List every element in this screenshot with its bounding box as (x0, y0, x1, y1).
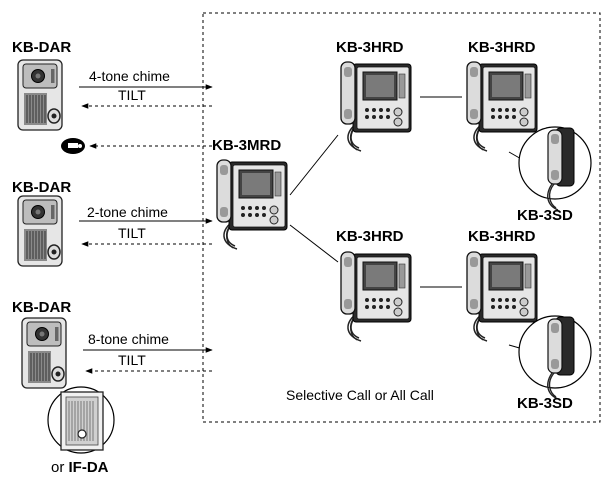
alt-station-label: or IF-DA (51, 459, 109, 476)
door-station-3-label: KB-DAR (12, 299, 71, 316)
submaster-monitor-4 (466, 251, 538, 342)
tilt-label-2: TILT (118, 225, 146, 241)
system-boundary (202, 12, 601, 423)
door-station-2-label: KB-DAR (12, 179, 71, 196)
link-master-to-submaster-3 (289, 224, 339, 263)
submaster-3-label: KB-3HRD (336, 228, 404, 245)
call-label-3: 8-tone chime (88, 331, 169, 347)
submaster-monitor-3 (340, 251, 412, 342)
door-station-1-label: KB-DAR (12, 39, 71, 56)
master-station-label: KB-3MRD (212, 137, 281, 154)
alt-station-model: IF-DA (69, 459, 109, 476)
tilt-label-3: TILT (118, 352, 146, 368)
submaster-monitor-2 (466, 61, 538, 152)
call-label-1: 4-tone chime (89, 68, 170, 84)
submaster-1-label: KB-3HRD (336, 39, 404, 56)
door-station-1 (17, 59, 63, 131)
submaster-4-label: KB-3HRD (468, 228, 536, 245)
door-station-2 (17, 195, 63, 267)
substation-2-label: KB-3SD (517, 395, 573, 412)
submaster-monitor-1 (340, 61, 412, 152)
link-master-to-submaster-1 (289, 134, 339, 196)
master-monitor-station (216, 159, 288, 250)
system-note: Selective Call or All Call (286, 387, 434, 403)
if-da-door-station (60, 391, 104, 451)
door-station-3 (21, 317, 67, 389)
door-release-key-icon (61, 138, 85, 154)
submaster-2-label: KB-3HRD (468, 39, 536, 56)
substation-1-label: KB-3SD (517, 207, 573, 224)
call-label-2: 2-tone chime (87, 204, 168, 220)
alt-station-prefix: or (51, 459, 69, 476)
tilt-label-1: TILT (118, 87, 146, 103)
